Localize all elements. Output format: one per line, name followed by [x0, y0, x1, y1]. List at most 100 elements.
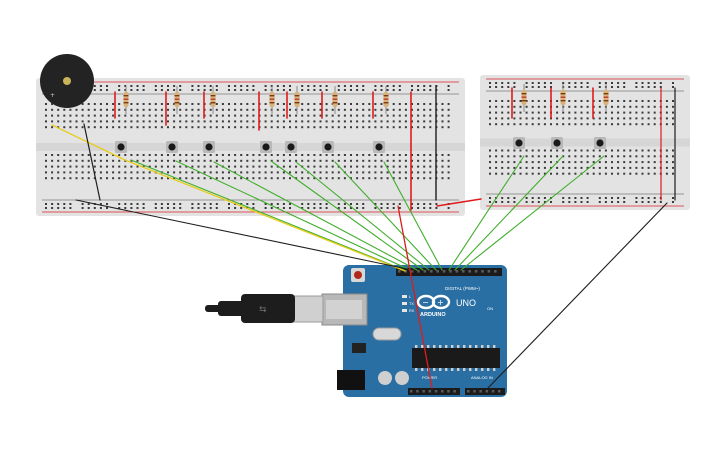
- breadboard-hole: [148, 165, 151, 168]
- breadboard-hole: [185, 126, 188, 129]
- breadboard-hole: [173, 203, 176, 205]
- reset-button-cap[interactable]: [354, 271, 362, 279]
- breadboard-hole: [543, 149, 546, 152]
- breadboard-hole: [586, 161, 589, 164]
- breadboard-hole: [404, 114, 407, 117]
- breadboard-hole: [301, 114, 304, 117]
- breadboard-hole: [362, 126, 365, 129]
- resistor: [383, 86, 389, 114]
- breadboard-hole: [179, 108, 182, 111]
- breadboard-hole: [185, 154, 188, 156]
- breadboard-hole: [641, 123, 644, 126]
- breadboard-hole: [392, 165, 395, 168]
- ground-wire: [75, 199, 413, 271]
- breadboard-hole: [112, 103, 115, 105]
- breadboard-hole: [592, 123, 595, 126]
- breadboard-hole: [429, 114, 432, 117]
- breadboard-hole: [191, 89, 194, 91]
- breadboard-hole: [550, 123, 552, 126]
- chip-leg: [433, 368, 436, 371]
- breadboard-hole: [118, 154, 121, 156]
- breadboard-hole: [519, 149, 522, 152]
- breadboard-hole: [343, 85, 346, 87]
- breadboard-hole: [672, 166, 674, 169]
- chip-leg: [427, 345, 430, 348]
- breadboard-hole: [543, 161, 546, 164]
- push-button: [322, 141, 334, 153]
- breadboard-hole: [574, 201, 577, 203]
- breadboard-hole: [495, 161, 498, 164]
- breadboard-hole: [197, 159, 200, 162]
- breadboard-hole: [543, 123, 546, 126]
- breadboard-hole: [423, 171, 426, 174]
- breadboard-hole: [513, 82, 516, 84]
- breadboard-hole: [556, 100, 559, 102]
- breadboard-hole: [191, 126, 194, 129]
- breadboard-hole: [81, 108, 84, 111]
- breadboard-hole: [191, 85, 194, 87]
- breadboard-hole: [246, 89, 249, 91]
- breadboard-hole: [489, 161, 491, 164]
- breadboard-hole: [93, 154, 96, 156]
- breadboard-hole: [374, 154, 377, 156]
- breadboard-hole: [319, 108, 322, 111]
- capacitor-2: [395, 371, 409, 385]
- rail-bridge-wire: [436, 198, 482, 207]
- breadboard-hole: [568, 82, 571, 84]
- breadboard-hole: [568, 166, 571, 169]
- breadboard-hole: [75, 159, 78, 162]
- breadboard-hole: [276, 120, 279, 123]
- breadboard-hole: [106, 103, 108, 105]
- breadboard-hole: [398, 85, 401, 87]
- breadboard-hole: [307, 85, 310, 87]
- breadboard-hole: [507, 100, 510, 102]
- breadboard-hole: [325, 207, 328, 209]
- breadboard-hole: [653, 201, 656, 203]
- breadboard-hole: [228, 126, 230, 129]
- resistor-band: [332, 102, 338, 104]
- breadboard-hole: [635, 105, 638, 108]
- breadboard-hole: [325, 103, 328, 105]
- breadboard-hole: [264, 114, 267, 117]
- breadboard-hole: [368, 177, 371, 180]
- breadboard-hole: [154, 103, 157, 105]
- breadboard-hole: [215, 177, 218, 180]
- breadboard-hole: [513, 172, 516, 175]
- breadboard-hole: [106, 126, 108, 129]
- breadboard-hole: [586, 100, 589, 102]
- breadboard-hole: [276, 159, 279, 162]
- breadboard-hole: [611, 155, 613, 158]
- breadboard-hole: [611, 197, 613, 199]
- breadboard-hole: [289, 108, 291, 111]
- breadboard-hole: [191, 108, 194, 111]
- breadboard-hole: [611, 123, 613, 126]
- breadboard-hole: [215, 126, 218, 129]
- breadboard-hole: [617, 86, 620, 88]
- breadboard-hole: [672, 155, 674, 158]
- breadboard-hole: [282, 203, 285, 205]
- breadboard-hole: [81, 207, 84, 209]
- breadboard-hole: [307, 177, 310, 180]
- breadboard-hole: [417, 207, 420, 209]
- breadboard-hole: [112, 165, 115, 168]
- breadboard-hole: [447, 165, 450, 168]
- breadboard-hole: [672, 117, 674, 120]
- breadboard-hole: [270, 126, 273, 129]
- breadboard-hole: [556, 155, 559, 158]
- breadboard-hole: [411, 89, 413, 91]
- breadboard-hole: [423, 108, 426, 111]
- breadboard-hole: [154, 108, 157, 111]
- breadboard-hole: [501, 86, 504, 88]
- resistor-band: [210, 95, 216, 97]
- breadboard-hole: [343, 203, 346, 205]
- breadboard-hole: [203, 177, 206, 180]
- breadboard-hole: [398, 154, 401, 156]
- breadboard-hole: [130, 207, 133, 209]
- breadboard-hole: [51, 126, 54, 129]
- breadboard-hole: [93, 165, 96, 168]
- breadboard-hole: [270, 203, 273, 205]
- breadboard-hole: [270, 120, 273, 123]
- breadboard-hole: [362, 159, 365, 162]
- breadboard-hole: [301, 203, 304, 205]
